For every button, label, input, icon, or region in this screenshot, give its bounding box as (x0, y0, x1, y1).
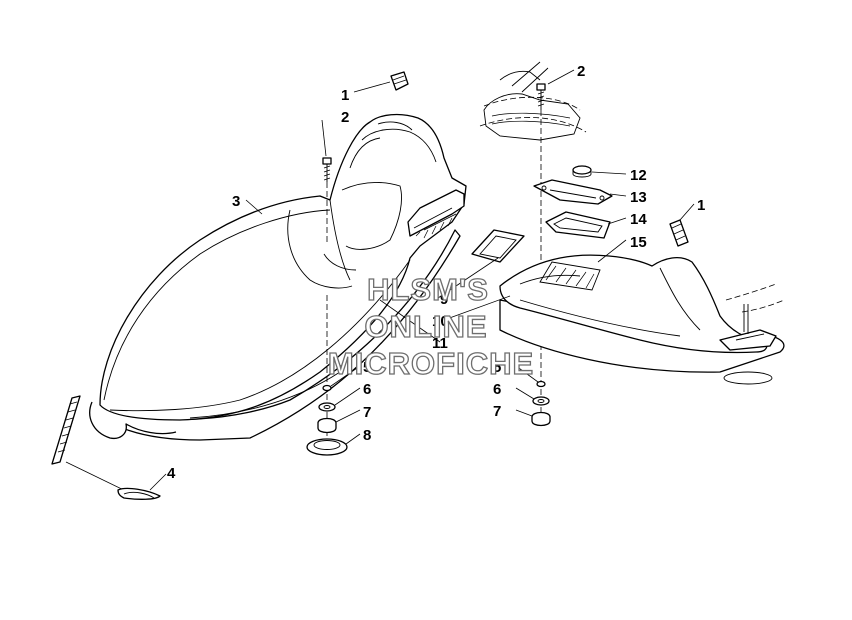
seat-assembly (89, 113, 467, 441)
decal-1-left (390, 71, 409, 91)
callout-1-right: 1 (697, 197, 705, 214)
fastener-stack-left (306, 295, 348, 456)
watermark-line-2: ONLINE (364, 309, 487, 344)
callout-6-right: 6 (493, 381, 501, 398)
callout-13: 13 (630, 189, 647, 206)
gasket-14 (545, 211, 611, 239)
callout-2-left: 2 (341, 109, 349, 126)
watermark: HLSM'S ONLINE MICROFICHE (327, 271, 534, 381)
callout-15: 15 (630, 234, 647, 251)
callout-8: 8 (363, 427, 371, 444)
bracket-13 (533, 179, 613, 205)
bolt-2-right (536, 83, 546, 420)
callout-6-left: 6 (363, 381, 371, 398)
latch-button-12 (572, 165, 592, 178)
bolt-2-left (322, 157, 332, 245)
seat-latch-pin (51, 395, 161, 500)
callout-9: 9 (440, 291, 448, 308)
callout-1-left: 1 (341, 87, 349, 104)
callout-labels: 1 2 3 4 5 6 7 8 9 10 11 2 12 13 14 15 1 … (167, 63, 705, 482)
watermark-line-3: MICROFICHE (328, 346, 534, 381)
leader-lines (149, 69, 695, 491)
decal-1-right (669, 219, 689, 247)
callout-5-right: 5 (493, 359, 501, 376)
frame-ghost-top (479, 61, 587, 141)
callout-14: 14 (630, 211, 647, 228)
callout-7-right: 7 (493, 403, 501, 420)
callout-4: 4 (167, 465, 176, 482)
callout-12: 12 (630, 167, 647, 184)
callout-2-right: 2 (577, 63, 585, 80)
watermark-line-1: HLSM'S (367, 272, 489, 307)
gasket-9 (471, 229, 525, 263)
callout-11: 11 (432, 335, 448, 352)
callout-3: 3 (232, 193, 240, 210)
seat-base-15 (499, 254, 785, 385)
callout-7-left: 7 (363, 404, 371, 421)
fastener-stack-right (531, 380, 551, 427)
callout-10: 10 (432, 313, 449, 330)
callout-5-left: 5 (363, 359, 371, 376)
